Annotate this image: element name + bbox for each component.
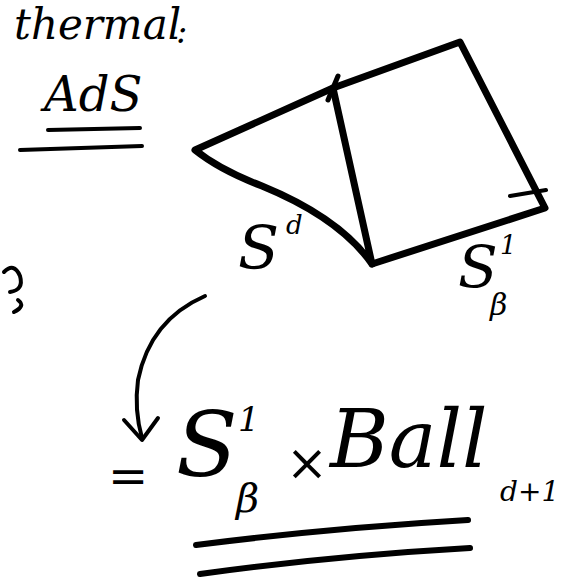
circle-sketch [333, 42, 545, 264]
note-text: d [286, 212, 303, 238]
tick [510, 190, 546, 196]
note-text: S [458, 238, 498, 296]
sphere-sketch [195, 88, 372, 264]
note-text: : [176, 14, 187, 48]
note-text: AdS [44, 70, 142, 118]
note-text: 1 [238, 402, 260, 436]
note-text: Ball [330, 400, 488, 480]
note-text: 1 [500, 232, 517, 258]
note-text: d+1 [500, 478, 559, 506]
underline [196, 520, 468, 545]
tick [328, 76, 338, 100]
note-text: = [108, 452, 148, 500]
note-text: × [286, 438, 328, 488]
underline [200, 548, 470, 574]
note-text: thermal [14, 4, 181, 46]
note-text: β [236, 478, 259, 518]
underline [20, 146, 142, 150]
note-text: S [238, 218, 279, 278]
arrow-head [124, 418, 158, 440]
note-text: β [490, 290, 507, 320]
stray-mark [4, 268, 21, 312]
note-text: S [176, 400, 238, 490]
underline [48, 128, 140, 130]
